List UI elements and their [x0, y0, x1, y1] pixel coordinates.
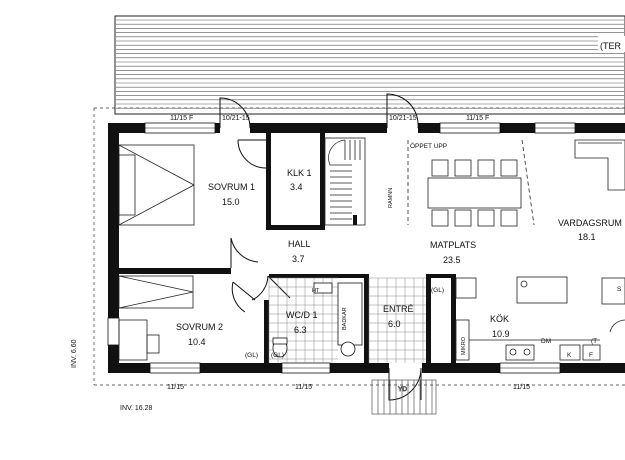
window-dimension-labels: 11/15 F 10/21-15 10/21-15 11/15 F 11/15 …	[167, 115, 530, 391]
chair	[477, 159, 495, 177]
room-area: 18.1	[578, 232, 596, 242]
window-label: 11/15	[513, 384, 530, 391]
f-label: F	[589, 352, 593, 359]
gl-wc-label: (GL)	[271, 352, 284, 359]
room-area: 10.4	[188, 337, 206, 347]
room-area: 6.0	[388, 319, 401, 329]
entry-steps: YD	[371, 379, 437, 415]
chair	[477, 209, 495, 227]
window-label: 11/15	[167, 384, 184, 391]
room-area: 6.3	[294, 325, 307, 335]
k-label: K	[567, 352, 572, 359]
staircase	[324, 137, 366, 226]
mikro-label: MIKRO	[461, 336, 467, 355]
chair	[454, 159, 472, 177]
room-labels: SOVRUM 1 15.0 KLK 1 3.4 HALL 3.7 MATPLAT…	[176, 168, 622, 359]
bathroom-fixtures	[272, 282, 363, 358]
chair	[454, 209, 472, 227]
dining-set	[407, 139, 535, 227]
door-swings	[219, 93, 422, 401]
dm-label: DM	[541, 338, 551, 345]
ramnn-label: RAMNN	[388, 188, 394, 208]
room-area: 10.9	[492, 329, 510, 339]
dimension-labels: INV. 6.60 INV. 16.28	[71, 339, 153, 412]
windows	[107, 122, 576, 374]
inner-walls	[119, 133, 456, 363]
room-name: SOVRUM 1	[208, 182, 255, 192]
sofa	[574, 139, 625, 191]
t-label: (T	[591, 338, 597, 345]
terrace-decking: (TER	[114, 15, 625, 115]
bed-sovrum-2	[118, 275, 194, 361]
window-label: 11/15	[295, 384, 312, 391]
gl-sovrum-label: (GL)	[245, 352, 258, 359]
room-name: VARDAGSRUM	[558, 218, 622, 228]
outer-dashed-line	[93, 107, 625, 386]
room-name: HALL	[288, 239, 311, 249]
room-area: 23.5	[443, 255, 461, 265]
room-area: 3.4	[290, 182, 303, 192]
window-label: 11/15 F	[170, 115, 193, 122]
room-name: WC/D 1	[286, 310, 318, 320]
room-name: KLK 1	[287, 168, 312, 178]
yd-label: YD	[398, 386, 407, 393]
ht-label: HT	[312, 288, 320, 294]
chair	[431, 209, 449, 227]
kitchen-labels: (GL) MIKRO DM K F (T S	[431, 286, 622, 359]
oppet-upp-label: ÖPPET UPP	[410, 142, 447, 150]
bottom-dimension: INV. 16.28	[120, 405, 153, 412]
chair	[500, 209, 518, 227]
room-name: SOVRUM 2	[176, 322, 223, 332]
room-area: 3.7	[292, 254, 305, 264]
terrace-label: (TER	[600, 41, 621, 51]
s-label: S	[617, 286, 622, 293]
chair	[500, 159, 518, 177]
room-name: KÖK	[490, 314, 509, 324]
window	[107, 317, 120, 346]
window-label: 10/21-15	[389, 115, 417, 122]
bed-sovrum-1	[118, 144, 195, 226]
dining-labels: ÖPPET UPP RAMNN	[388, 142, 447, 208]
window-label: 11/15 F	[466, 115, 489, 122]
room-name: MATPLATS	[430, 240, 476, 250]
room-area: 15.0	[222, 197, 240, 207]
window-label: 10/21-15	[222, 115, 250, 122]
kitchen-fixtures	[455, 276, 625, 361]
bathroom-labels: HT BADKAR (GL)	[245, 288, 348, 359]
gl-kok-label: (GL)	[431, 287, 444, 294]
badkar-label: BADKAR	[342, 307, 348, 330]
side-dimension: INV. 6.60	[71, 339, 78, 368]
chair	[431, 159, 449, 177]
room-name: ENTRÉ	[383, 304, 414, 314]
bathroom-tiles	[268, 277, 426, 363]
